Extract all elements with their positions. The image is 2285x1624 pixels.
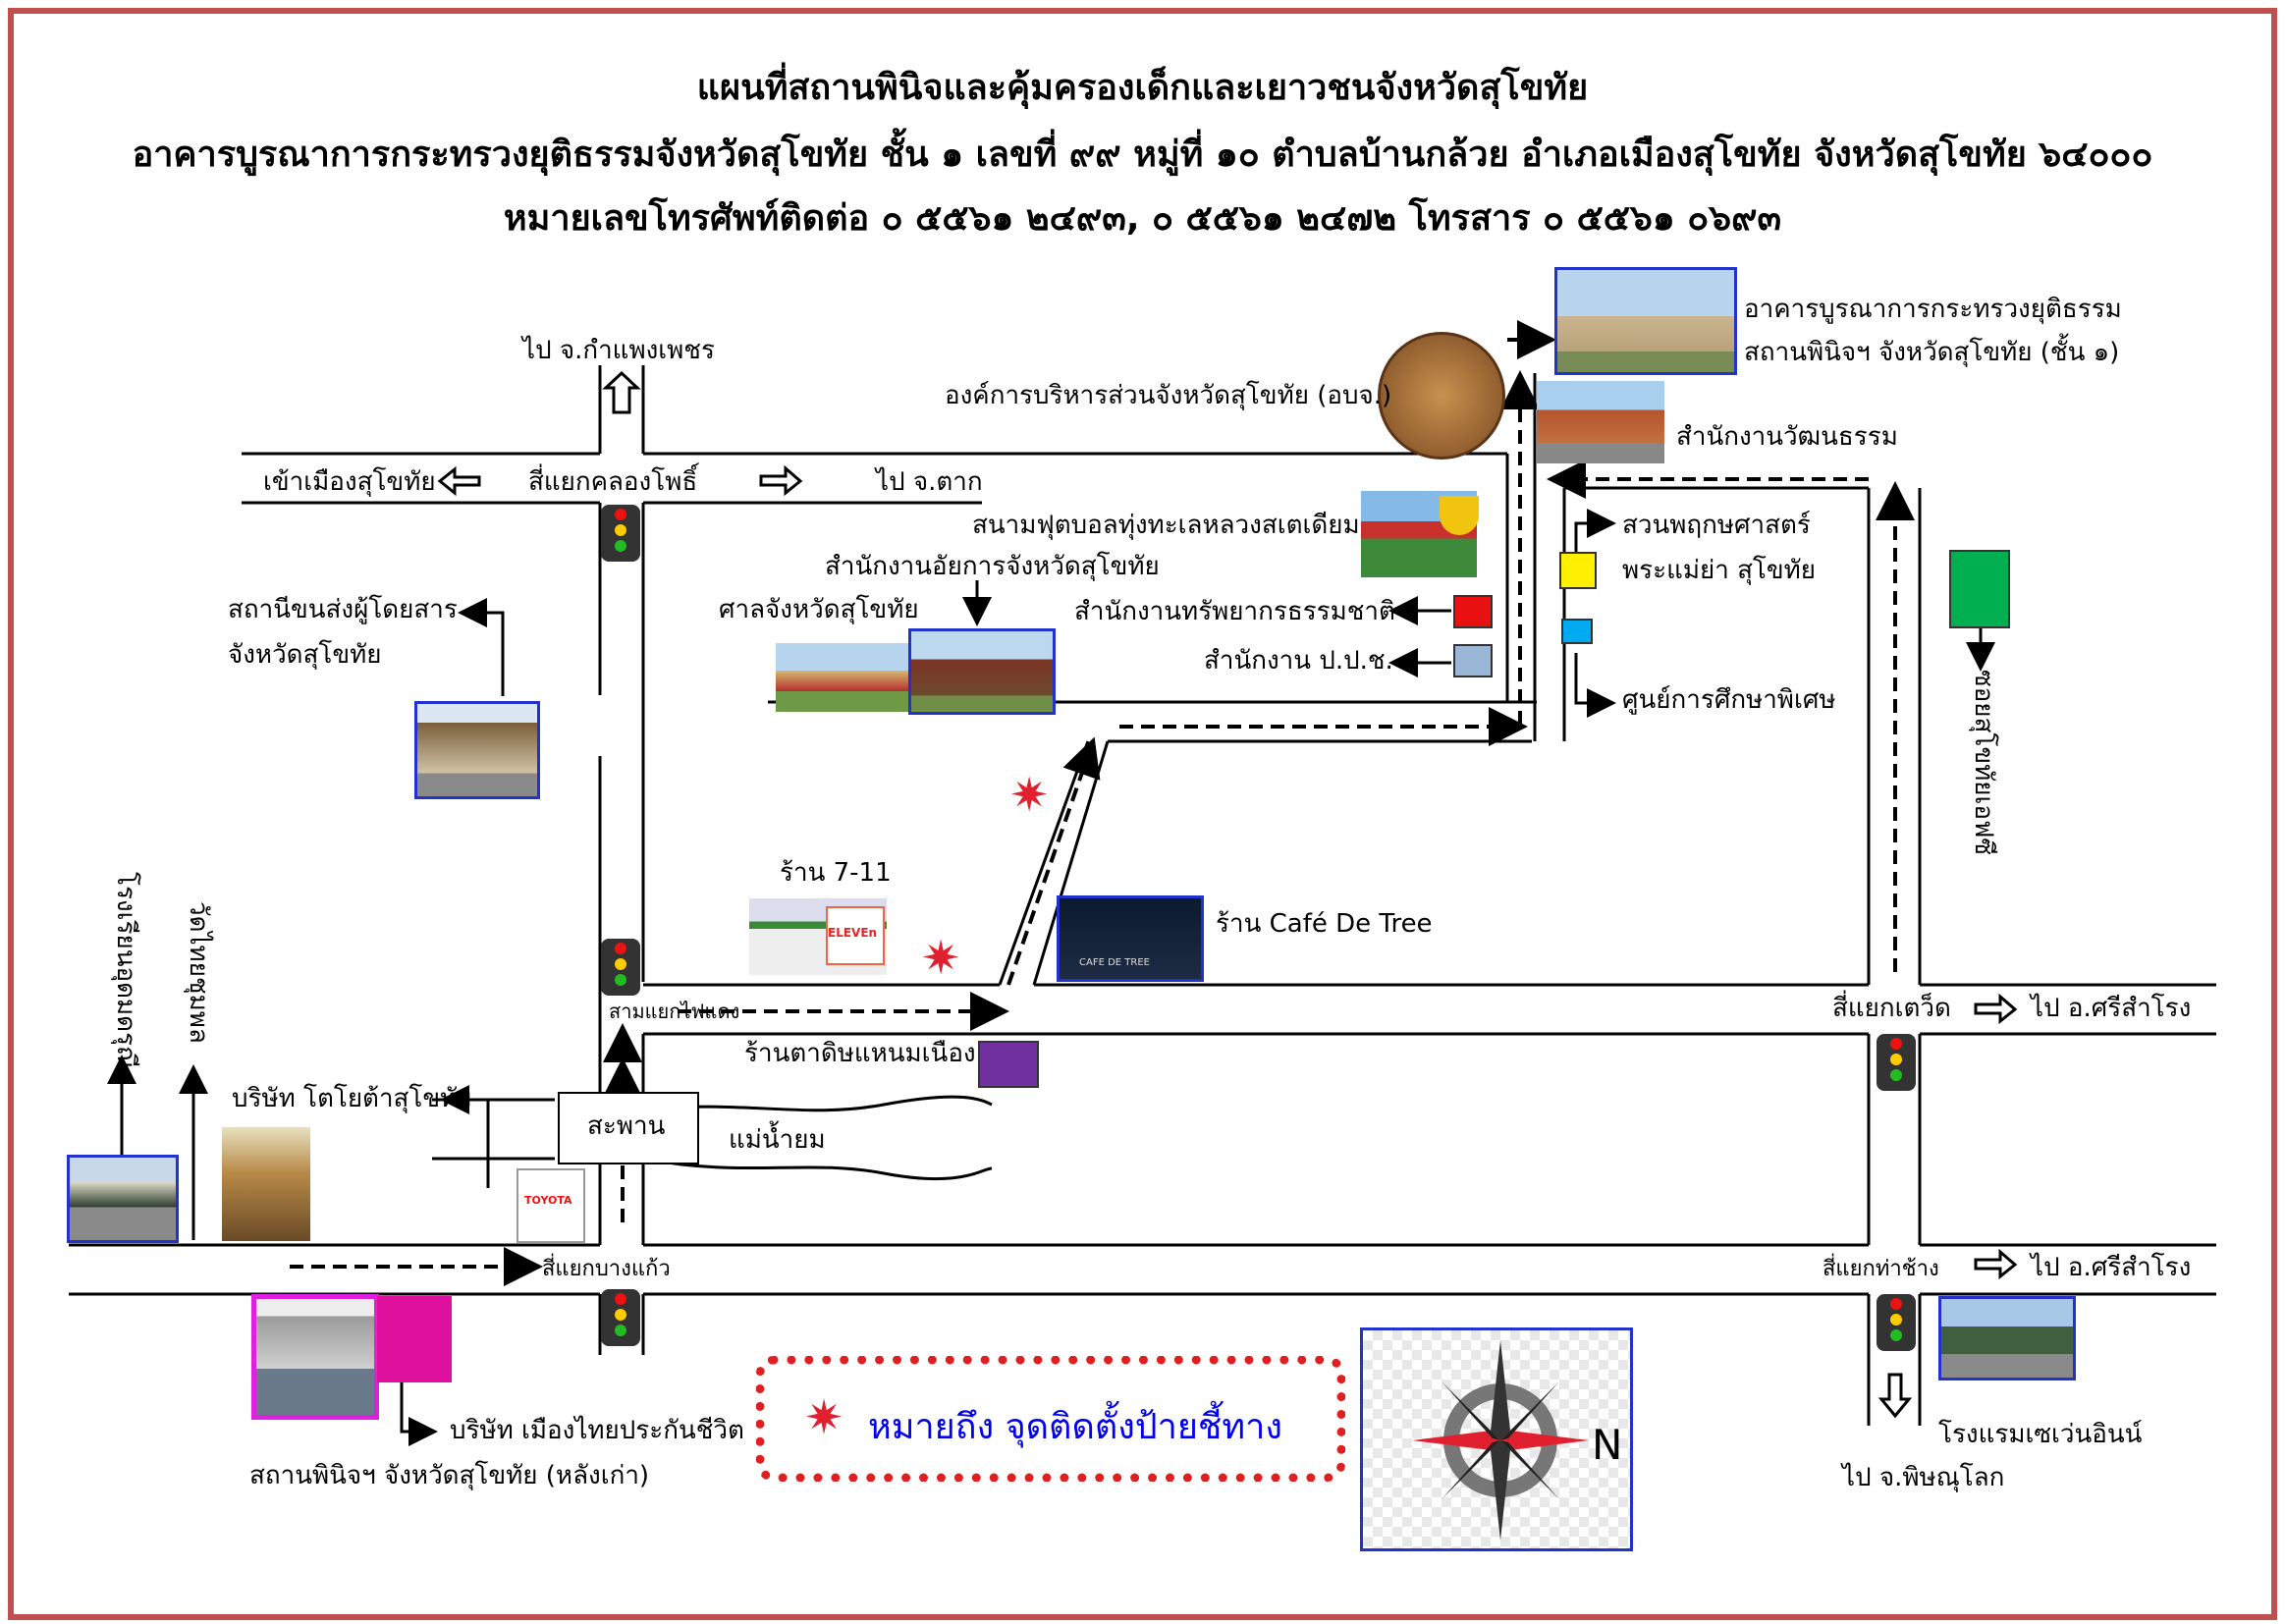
compass: N: [1360, 1327, 1633, 1551]
label-wat: วัดไทยชุมพล: [184, 901, 213, 1044]
label-court: ศาลจังหวัดสุโขทัย: [719, 595, 919, 624]
map-title: แผนที่สถานพินิจและคุ้มครองเด็กและเยาวชนจ…: [696, 68, 1589, 108]
label-to-tak: ไป จ.ตาก: [876, 467, 983, 497]
culture-office-photo: [1537, 381, 1664, 463]
label-ta-dit: ร้านตาดิษแหนมเนือง: [744, 1039, 976, 1068]
label-botanical-1: สวนพฤกษศาสตร์: [1622, 511, 1811, 540]
court-photo: [776, 643, 913, 712]
traffic-light-icon: [1877, 1294, 1916, 1351]
label-soi: ซอยสุโขทัยเอฟซี: [1969, 670, 1998, 856]
seven-eleven-sign: ELEVEn: [828, 926, 878, 940]
traffic-light-icon: [601, 505, 640, 562]
label-tha-chang: สี่แยกท่าช้าง: [1823, 1257, 1939, 1281]
label-insurance: บริษัท เมืองไทยประกันชีวิต: [450, 1416, 744, 1445]
label-integration-1: อาคารบูรณาการกระทรวงยุติธรรม: [1744, 295, 2122, 324]
label-bus-station-2: จังหวัดสุโขทัย: [228, 640, 382, 670]
legend-text: หมายถึง จุดติดตั้งป้ายชี้ทาง: [868, 1407, 1282, 1447]
label-to-phitsanulok: ไป จ.พิษณุโลก: [1842, 1463, 2005, 1492]
stadium-logo: [1440, 496, 1479, 535]
ppch-marker: [1453, 644, 1493, 677]
botanical-marker: [1559, 552, 1597, 589]
integration-building-photo: [1554, 267, 1737, 375]
label-school: โรงเรียนอุดมดรุณี: [111, 872, 140, 1070]
label-natural-resources: สำนักงานทรัพยากรธรรมชาติ: [1074, 597, 1395, 626]
bridge-box: [558, 1092, 699, 1164]
toyota-sign: TOYOTA: [524, 1194, 572, 1207]
insurance-photo: [377, 1296, 452, 1382]
pao-seal: [1378, 332, 1505, 460]
special-ed-marker: [1561, 619, 1593, 644]
traffic-light-icon: [601, 1289, 640, 1346]
ta-dit-marker: [978, 1041, 1039, 1088]
label-sam-yaek: สามแยกไฟแดง: [609, 1000, 740, 1023]
label-to-si-samrong-1: ไป อ.ศรีสำโรง: [2031, 994, 2192, 1023]
label-integration-2: สถานพินิจฯ จังหวัดสุโขทัย (ชั้น ๑): [1744, 338, 2120, 367]
compass-needle: [1491, 1340, 1510, 1440]
label-pao: องค์การบริหารส่วนจังหวัดสุโขทัย (อบจ.): [945, 381, 1392, 410]
wat-photo: [222, 1127, 310, 1241]
arrow-up-icon: [602, 370, 641, 414]
label-special-ed: ศูนย์การศึกษาพิเศษ: [1622, 685, 1836, 715]
traffic-light-icon: [601, 939, 640, 996]
label-ppch: สำนักงาน ป.ป.ช.: [1204, 646, 1393, 676]
hotel-photo: [1938, 1296, 2076, 1380]
sign-marker-icon: ✷: [804, 1390, 844, 1445]
sign-marker-icon: ✷: [1009, 768, 1050, 823]
prosecutor-photo: [908, 628, 1056, 715]
toyota-photo: TOYOTA: [517, 1168, 585, 1243]
label-old-office: สถานพินิจฯ จังหวัดสุโขทัย (หลังเก่า): [249, 1461, 650, 1490]
label-bridge: สะพาน: [587, 1111, 666, 1141]
label-hotel: โรงแรมเซเว่นอินน์: [1938, 1420, 2143, 1449]
label-culture-office: สำนักงานวัฒนธรรม: [1676, 422, 1898, 452]
label-botanical-2: พระแม่ย่า สุโขทัย: [1622, 556, 1817, 585]
natural-resources-marker: [1453, 595, 1493, 628]
label-711: ร้าน 7-11: [780, 858, 892, 888]
map-frame: [8, 8, 2277, 1620]
label-yom-river: แม่น้ำยม: [729, 1125, 826, 1155]
label-into-city: เข้าเมืองสุโขทัย: [263, 467, 436, 497]
label-toyota: บริษัท โตโยต้าสุโขทัย: [232, 1084, 472, 1113]
label-cafe: ร้าน Café De Tree: [1216, 909, 1433, 939]
sign-marker-icon: ✷: [921, 931, 961, 986]
cafe-sign: CAFE DE TREE: [1079, 957, 1150, 968]
label-bang-kaeo: สี่แยกบางแก้ว: [542, 1257, 671, 1281]
label-to-kamphaeng: ไป จ.กำแพงเพชร: [522, 336, 715, 365]
cafe-photo: CAFE DE TREE: [1057, 895, 1204, 982]
old-office-photo: [251, 1294, 379, 1420]
traffic-light-icon: [1877, 1034, 1916, 1091]
label-to-si-samrong-2: ไป อ.ศรีสำโรง: [2031, 1253, 2192, 1282]
legend-box: ✷ หมายถึง จุดติดตั้งป้ายชี้ทาง: [756, 1356, 1345, 1482]
label-prosecutor: สำนักงานอัยการจังหวัดสุโขทัย: [825, 552, 1160, 581]
address-line: อาคารบูรณาการกระทรวงยุติธรรมจังหวัดสุโขท…: [132, 135, 2153, 175]
label-tawit: สี่แยกเตว็ด: [1832, 994, 1951, 1023]
north-label: N: [1592, 1421, 1623, 1469]
school-photo: [67, 1155, 179, 1243]
label-stadium: สนามฟุตบอลทุ่งทะเลหลวงสเตเดียม: [972, 511, 1360, 540]
label-khlong-pho: สี่แยกคลองโพธิ์: [528, 467, 698, 497]
label-bus-station-1: สถานีขนส่งผู้โดยสาร: [228, 595, 458, 624]
bus-station-photo: [414, 701, 540, 799]
seven-eleven-photo: ELEVEn: [749, 898, 887, 975]
phone-line: หมายเลขโทรศัพท์ติดต่อ ๐ ๕๕๖๑ ๒๔๙๓, ๐ ๕๕๖…: [503, 198, 1782, 239]
soi-marker: [1949, 550, 2010, 628]
